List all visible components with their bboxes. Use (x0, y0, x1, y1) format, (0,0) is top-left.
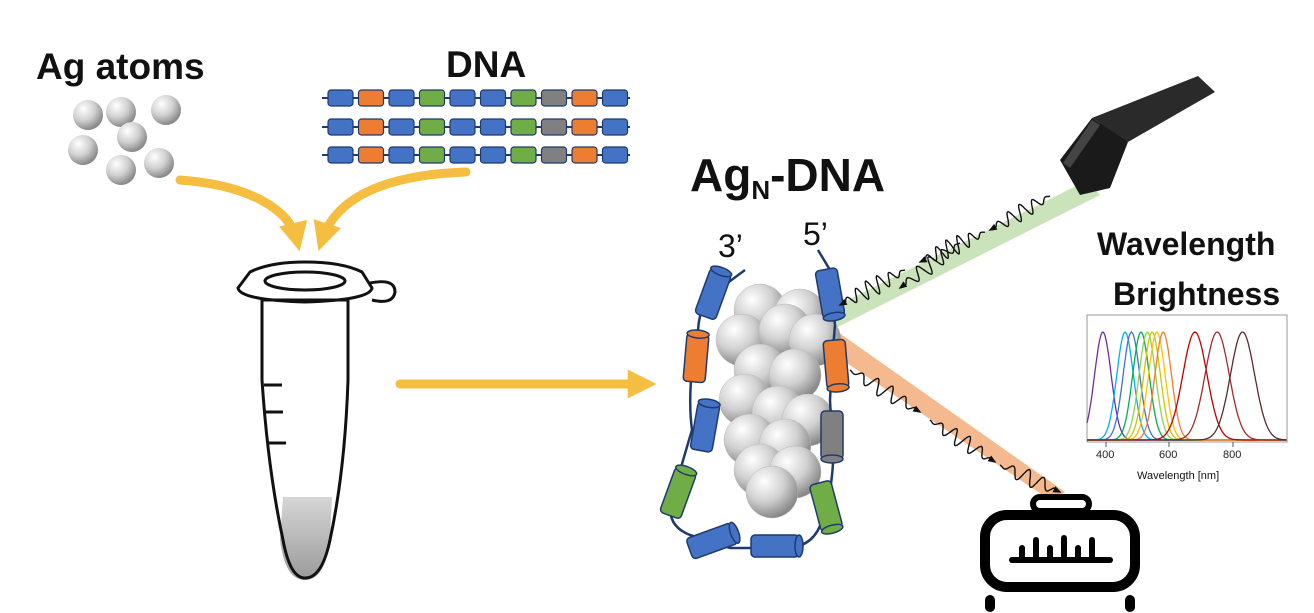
spectrum-tick-label: 600 (1159, 449, 1178, 461)
dna-base-block (479, 146, 507, 164)
dna-base-block (510, 146, 537, 164)
spectrum-tick-label: 800 (1223, 449, 1242, 461)
detector-icon (980, 494, 1140, 612)
dna-base-block (571, 118, 598, 136)
dna-base-block (510, 89, 537, 107)
agn-dna-label: AgN-DNA (690, 148, 885, 206)
silver-atom-icon (73, 100, 103, 130)
dna-base-block (327, 118, 354, 136)
dna-base-block (388, 89, 415, 107)
dna-base-cylinder (822, 338, 850, 393)
spectrum-curves (1086, 331, 1287, 441)
dna-base-cylinder (814, 267, 846, 322)
dna-base-cylinder (750, 534, 804, 558)
dna-base-block (540, 146, 568, 164)
spectrum-plot (1086, 314, 1288, 447)
arrow-atoms-to-tube (175, 175, 308, 252)
photon-arrow (1052, 486, 1062, 493)
dna-base-block (357, 89, 385, 107)
dna-base-block (479, 89, 507, 107)
dna-label: DNA (446, 44, 527, 85)
emission-beam (820, 330, 1065, 500)
dna-base-block (449, 118, 476, 136)
five-prime-label: 5’ (803, 216, 828, 252)
dna-base-block (327, 146, 354, 164)
silver-atom-icon (117, 122, 147, 152)
dna-base-block (510, 118, 537, 136)
dna-base-block (357, 118, 385, 136)
photon-wave-icon (899, 242, 961, 289)
photon-arrow (918, 256, 928, 263)
dna-strands (322, 89, 630, 164)
dna-base-block (449, 146, 476, 164)
spectrum-curve (1087, 331, 1287, 441)
silver-atom-icon (106, 155, 136, 185)
three-prime-label: 3’ (718, 228, 743, 264)
dna-base-block (571, 89, 598, 107)
ag-atoms-group (68, 95, 181, 185)
agn-dna-label-suffix: -DNA (770, 149, 886, 201)
silver-atom-icon (151, 95, 181, 125)
dna-base-block (357, 146, 385, 164)
agn-dna-label-subscript: N (751, 175, 771, 205)
photon-wave-icon (839, 269, 906, 306)
photon-wave-icon (999, 464, 1061, 493)
silver-atom-icon (106, 97, 136, 127)
dna-base-block (418, 146, 446, 164)
dna-base-block (601, 118, 629, 136)
dna-base-block (540, 89, 568, 107)
dna-base-block (571, 146, 598, 164)
dna-base-block (449, 89, 476, 107)
light-source-icon (1060, 76, 1215, 195)
photon-waves (838, 195, 1062, 493)
wavelength-label: Wavelength (1097, 226, 1276, 262)
photon-wave-icon (849, 369, 921, 413)
microcentrifuge-tube-icon (236, 260, 397, 580)
photon-arrow (898, 281, 908, 290)
dna-base-block (601, 146, 629, 164)
photon-wave-icon (929, 419, 996, 463)
brightness-label: Brightness (1113, 276, 1281, 312)
dna-base-block (601, 89, 629, 107)
dna-base-cylinder (686, 521, 741, 560)
dna-base-block (540, 118, 568, 136)
spectrum-x-axis-label: Wavelength [nm] (1137, 470, 1220, 482)
dna-base-block (388, 118, 415, 136)
dna-base-cylinder (659, 464, 698, 519)
silver-atom-icon (68, 135, 98, 165)
photon-arrow (987, 455, 997, 463)
silver-atom-icon (144, 148, 174, 178)
hairpin-bases (659, 265, 850, 560)
photon-arrow (912, 405, 922, 413)
silver-atom-icon (745, 465, 799, 519)
agn-cluster (715, 283, 842, 519)
dna-base-block (418, 89, 446, 107)
dna-base-cylinder (820, 410, 844, 464)
dna-base-block (479, 118, 507, 136)
dna-base-cylinder (689, 398, 721, 453)
photon-arrow (838, 298, 848, 306)
dna-base-cylinder (809, 480, 844, 535)
agn-dna-label-main: Ag (690, 149, 752, 201)
dna-base-cylinder (682, 329, 710, 384)
photon-arrow (988, 223, 998, 231)
ag-atoms-label: Ag atoms (36, 46, 205, 87)
photon-wave-icon (989, 195, 1051, 231)
spectrum-tick-label: 400 (1096, 449, 1115, 461)
dna-base-block (418, 118, 446, 136)
dna-base-cylinder (694, 265, 733, 320)
excitation-beam (812, 180, 1100, 335)
arrow-dna-to-tube (313, 167, 471, 251)
dna-base-block (388, 146, 415, 164)
dna-base-block (327, 89, 354, 107)
